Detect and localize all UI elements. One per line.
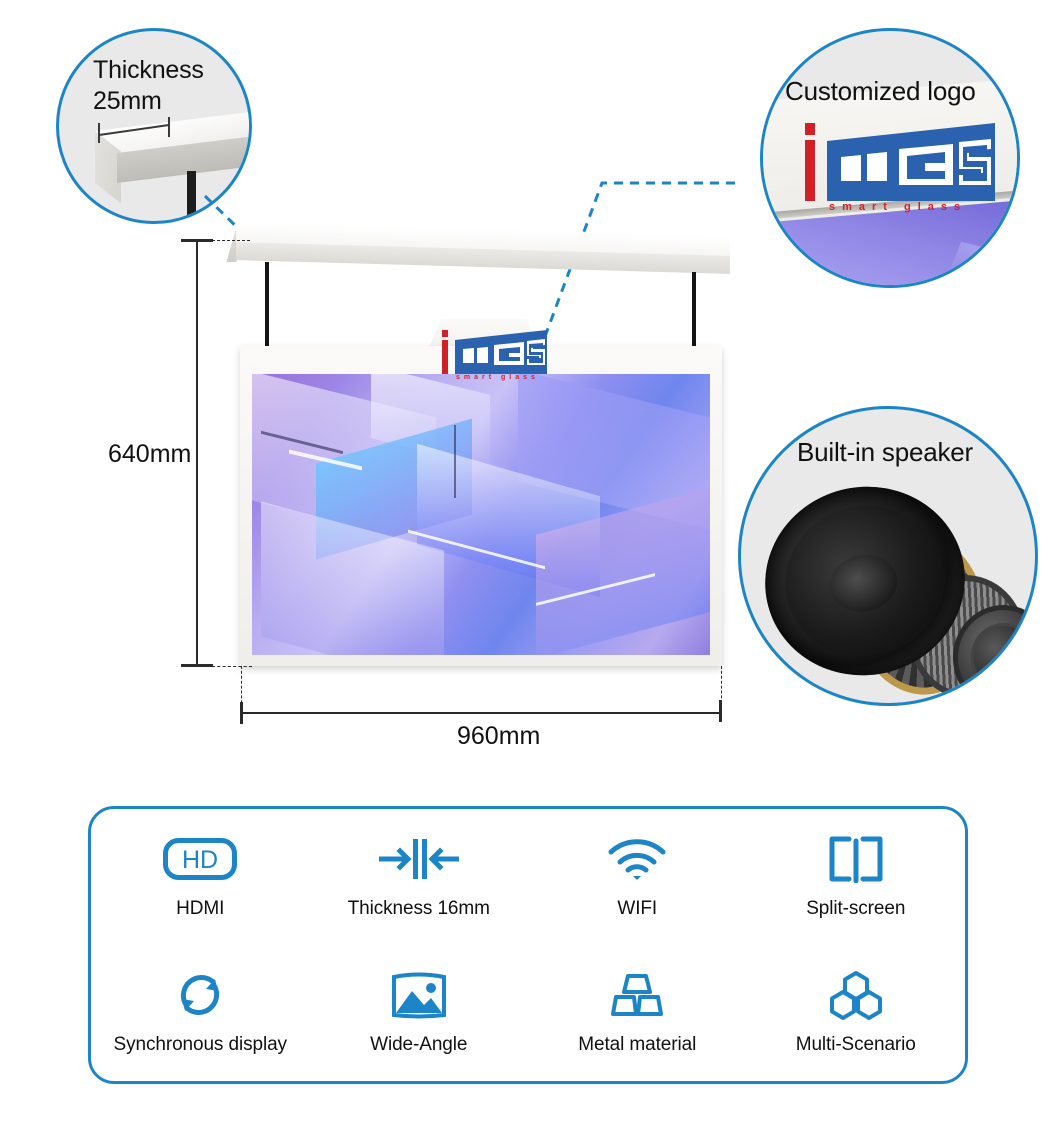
callout-thickness-title: Thickness 25mm bbox=[93, 56, 204, 115]
callout-logo-title: Customized logo bbox=[785, 76, 976, 106]
imgs-tagline: smart glass bbox=[829, 201, 968, 213]
feature-label-hdmi: HDMI bbox=[176, 898, 225, 919]
callout-built-in-speaker: Built-in speaker bbox=[738, 406, 1038, 706]
width-dimension-cap-left bbox=[240, 702, 243, 724]
feature-label-wifi: WIFI bbox=[617, 898, 658, 919]
feature-item-wide-angle[interactable]: Wide-Angle bbox=[310, 970, 529, 1056]
height-leader-top bbox=[212, 240, 250, 241]
image-landscape-icon bbox=[390, 970, 448, 1020]
feature-item-thickness[interactable]: Thickness 16mm bbox=[310, 834, 529, 920]
feature-label-split-screen: Split-screen bbox=[806, 898, 906, 919]
feature-label-thickness: Thickness 16mm bbox=[347, 898, 490, 919]
feature-panel: HD HDMI Thickness 16mm bbox=[88, 806, 968, 1084]
metal-ingots-icon bbox=[608, 970, 666, 1020]
width-dimension-line bbox=[241, 712, 722, 714]
feature-label-multi-scenario: Multi-Scenario bbox=[795, 1034, 916, 1055]
suspension-cable-left bbox=[265, 262, 269, 352]
sync-refresh-icon bbox=[174, 970, 226, 1020]
height-dimension-cap-bottom bbox=[181, 664, 213, 667]
callout-connector-lines bbox=[203, 181, 735, 351]
imgs-logo-large: smart glass bbox=[805, 123, 995, 213]
wifi-icon bbox=[607, 834, 667, 884]
feature-label-sync-display: Synchronous display bbox=[113, 1034, 288, 1055]
callout-thickness: Thickness 25mm bbox=[56, 28, 252, 224]
height-dimension-label: 640mm bbox=[108, 440, 192, 468]
feature-item-metal-material[interactable]: Metal material bbox=[528, 970, 747, 1056]
imgs-wordmark-icon-small bbox=[455, 330, 547, 374]
feature-item-multi-scenario[interactable]: Multi-Scenario bbox=[747, 970, 966, 1056]
imgs-logo-small: smart glass bbox=[442, 330, 547, 381]
suspension-cable-right bbox=[692, 272, 696, 354]
feature-label-metal-material: Metal material bbox=[578, 1034, 697, 1055]
feature-item-wifi[interactable]: WIFI bbox=[528, 834, 747, 920]
feature-label-wide-angle: Wide-Angle bbox=[370, 1034, 468, 1055]
feature-item-hdmi[interactable]: HD HDMI bbox=[91, 834, 310, 920]
width-leader-left bbox=[241, 666, 242, 718]
callout-speaker-title: Built-in speaker bbox=[797, 437, 973, 467]
height-dimension-line bbox=[196, 240, 198, 667]
imgs-wordmark-icon bbox=[827, 123, 995, 201]
svg-text:HD: HD bbox=[182, 846, 218, 874]
thickness-arrows-icon bbox=[375, 834, 463, 884]
width-dimension-label: 960mm bbox=[457, 722, 541, 750]
mount-bar-thickness-illustration bbox=[59, 107, 249, 221]
feature-item-sync-display[interactable]: Synchronous display bbox=[91, 970, 310, 1056]
height-leader-bottom bbox=[212, 666, 252, 667]
imgs-tagline-small: smart glass bbox=[456, 374, 539, 381]
hexagons-icon bbox=[827, 970, 885, 1020]
thickness-measure-arrow-icon bbox=[98, 117, 170, 143]
height-dimension-cap-top bbox=[181, 239, 213, 242]
display-screen bbox=[252, 374, 710, 655]
hd-badge-icon: HD bbox=[163, 834, 238, 884]
width-dimension-cap-right bbox=[719, 700, 722, 722]
callout-customized-logo: Customized logo smart glass bbox=[760, 28, 1020, 288]
split-screen-icon bbox=[827, 834, 885, 884]
width-leader-right bbox=[721, 666, 722, 718]
feature-item-split-screen[interactable]: Split-screen bbox=[747, 834, 966, 920]
